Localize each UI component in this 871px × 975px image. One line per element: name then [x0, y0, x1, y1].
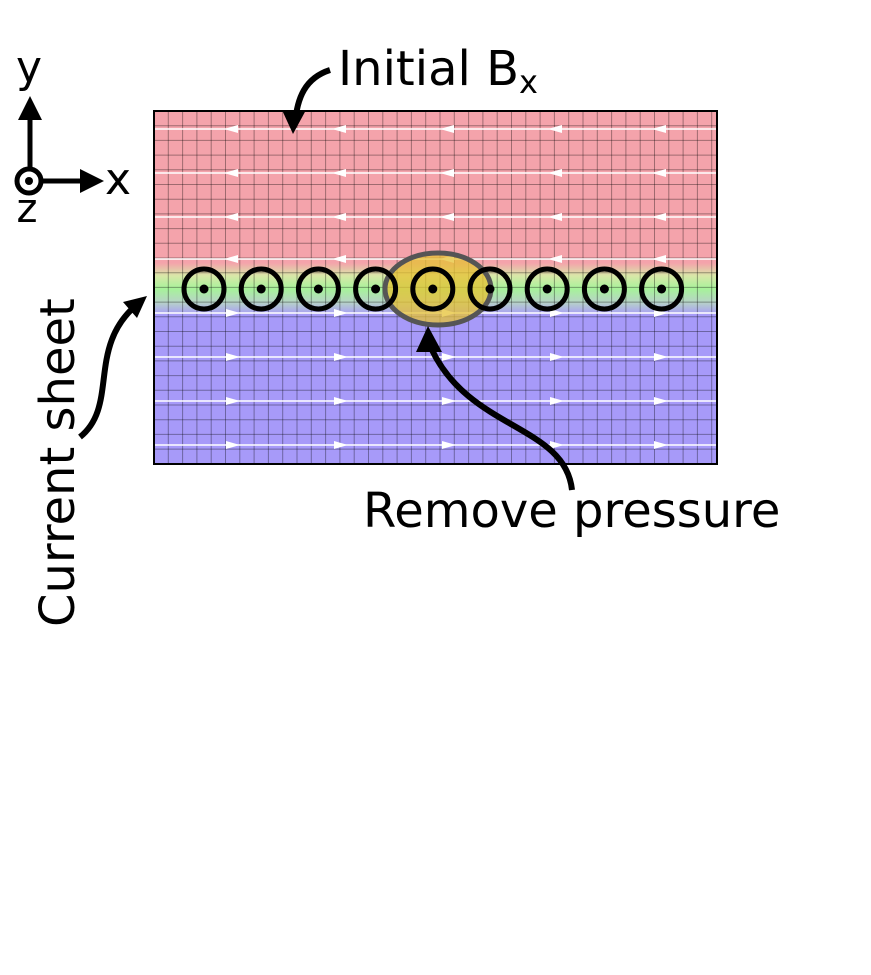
field-arrow-icon	[550, 309, 564, 317]
pressure-perturbation	[382, 250, 494, 328]
current-out-of-page-icon	[410, 266, 456, 312]
field-arrow-icon	[224, 213, 238, 221]
current-out-of-page-icon	[295, 266, 341, 312]
field-arrow-icon	[654, 353, 668, 361]
remove-pressure-arrow	[429, 348, 575, 491]
field-arrow-icon	[334, 309, 348, 317]
field-arrow-icon	[332, 125, 346, 133]
initial-bx-arrowhead-icon	[282, 110, 306, 134]
field-arrow-icon	[332, 213, 346, 221]
field-lines	[154, 125, 717, 449]
field-arrow-icon	[334, 353, 348, 361]
current-out-of-page-icon	[581, 266, 627, 312]
initial-bx-label: Initial Bx	[338, 41, 538, 101]
field-arrow-icon	[334, 441, 348, 449]
field-arrow-icon	[550, 353, 564, 361]
field-arrow-icon	[550, 441, 564, 449]
field-arrow-icon	[548, 169, 562, 177]
field-arrow-icon	[224, 255, 238, 263]
field-arrow-icon	[334, 397, 348, 405]
field-arrow-icon	[548, 213, 562, 221]
field-arrow-icon	[332, 255, 346, 263]
current-sheet-arrowhead-icon	[123, 296, 147, 318]
field-arrow-icon	[442, 441, 456, 449]
field-arrow-icon	[550, 397, 564, 405]
field-arrow-icon	[652, 169, 666, 177]
field-arrow-icon	[548, 125, 562, 133]
x-axis-label: x	[105, 154, 131, 205]
current-out-of-page-icon	[467, 266, 513, 312]
current-sheet-arrow	[78, 299, 142, 440]
current-sheet-label: Current sheet	[30, 298, 86, 627]
field-arrow-icon	[332, 169, 346, 177]
x-axis-arrowhead-icon	[80, 169, 104, 193]
field-arrow-icon	[226, 441, 240, 449]
z-axis-label: z	[17, 186, 38, 232]
remove-pressure-arrowhead-icon	[416, 326, 442, 352]
field-arrow-icon	[652, 125, 666, 133]
field-arrow-icon	[654, 441, 668, 449]
field-arrow-icon	[548, 255, 562, 263]
current-out-of-page-icon	[238, 266, 284, 312]
current-out-of-page-icon	[181, 266, 227, 312]
field-arrow-icon	[440, 213, 454, 221]
field-arrow-icon	[654, 397, 668, 405]
simulation-domain	[153, 110, 718, 465]
field-arrow-icon	[440, 125, 454, 133]
axes-triad: y x z	[14, 42, 131, 232]
region-bottom	[154, 315, 717, 464]
z-axis-out-of-page-icon	[14, 166, 44, 196]
field-arrow-icon	[652, 213, 666, 221]
y-axis-arrowhead-icon	[18, 96, 42, 120]
region-top	[154, 111, 717, 263]
field-arrow-icon	[226, 397, 240, 405]
y-axis-label: y	[16, 42, 42, 93]
domain-border	[153, 110, 718, 465]
field-arrow-icon	[224, 125, 238, 133]
current-out-of-page-icon	[639, 266, 685, 312]
field-arrow-icon	[442, 397, 456, 405]
current-markers	[181, 266, 685, 312]
field-arrow-icon	[652, 255, 666, 263]
field-arrow-icon	[224, 169, 238, 177]
field-arrow-icon	[440, 169, 454, 177]
current-out-of-page-icon	[524, 266, 570, 312]
field-arrow-icon	[442, 353, 456, 361]
field-arrow-icon	[226, 309, 240, 317]
current-out-of-page-icon	[353, 266, 399, 312]
remove-pressure-label: Remove pressure	[363, 483, 780, 539]
field-arrow-icon	[226, 353, 240, 361]
